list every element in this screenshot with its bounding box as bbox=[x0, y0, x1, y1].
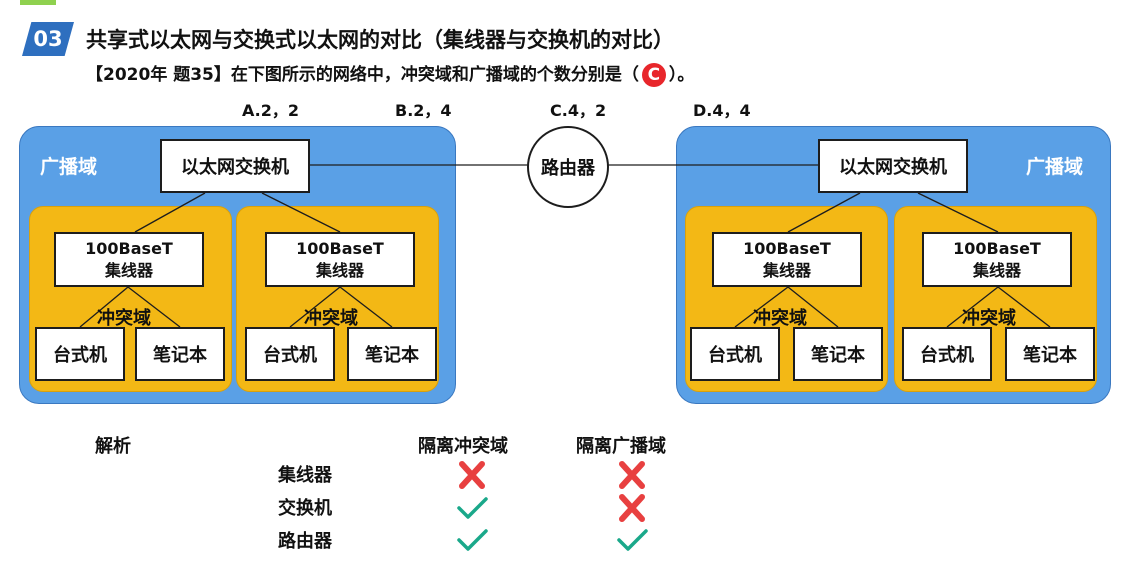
check-icon bbox=[617, 529, 648, 551]
collision-domain-label-4: 冲突域 bbox=[962, 308, 1016, 329]
row-label-hub: 集线器 bbox=[278, 465, 332, 486]
option-c: C.4，2 bbox=[550, 101, 607, 120]
row-label-router: 路由器 bbox=[278, 531, 332, 552]
section-number-badge: 03 bbox=[22, 22, 74, 56]
question-text: 【2020年 题35】在下图所示的网络中，冲突域和广播域的个数分别是（C）。 bbox=[86, 60, 694, 87]
cross-icon bbox=[619, 461, 645, 489]
collision-domain-label-3: 冲突域 bbox=[753, 308, 807, 329]
router: 路由器 bbox=[527, 126, 609, 208]
mark-switch-broadcast bbox=[615, 493, 649, 527]
hub-1: 100BaseT 集线器 bbox=[54, 232, 204, 287]
desktop-1: 台式机 bbox=[35, 327, 125, 381]
hub-model: 100BaseT bbox=[296, 238, 384, 258]
desktop-3: 台式机 bbox=[690, 327, 780, 381]
laptop-1: 笔记本 bbox=[135, 327, 225, 381]
ethernet-switch-right: 以太网交换机 bbox=[818, 139, 968, 193]
hub-model: 100BaseT bbox=[85, 238, 173, 258]
mark-hub-collision bbox=[455, 460, 489, 494]
broadcast-domain-label-right: 广播域 bbox=[1026, 156, 1084, 178]
laptop-4: 笔记本 bbox=[1005, 327, 1095, 381]
column-header-broadcast: 隔离广播域 bbox=[576, 436, 666, 457]
collision-domain-label-1: 冲突域 bbox=[97, 308, 151, 329]
cross-icon bbox=[459, 461, 485, 489]
cross-icon bbox=[619, 494, 645, 522]
option-d: D.4，4 bbox=[693, 101, 751, 120]
ethernet-switch-left: 以太网交换机 bbox=[160, 139, 310, 193]
option-b: B.2，4 bbox=[395, 101, 452, 120]
analysis-title: 解析 bbox=[95, 436, 131, 457]
desktop-2: 台式机 bbox=[245, 327, 335, 381]
mark-switch-collision bbox=[455, 493, 489, 527]
hub-3: 100BaseT 集线器 bbox=[712, 232, 862, 287]
answer-badge: C bbox=[641, 63, 666, 87]
hub-name: 集线器 bbox=[315, 260, 364, 280]
column-header-collision: 隔离冲突域 bbox=[418, 436, 508, 457]
hub-model: 100BaseT bbox=[743, 238, 831, 258]
accent-bar bbox=[20, 0, 56, 5]
laptop-2: 笔记本 bbox=[347, 327, 437, 381]
hub-name: 集线器 bbox=[104, 260, 153, 280]
row-label-switch: 交换机 bbox=[278, 498, 332, 519]
hub-name: 集线器 bbox=[762, 260, 811, 280]
mark-router-collision bbox=[455, 525, 489, 559]
hub-4: 100BaseT 集线器 bbox=[922, 232, 1072, 287]
question-suffix: ）。 bbox=[668, 65, 695, 85]
mark-hub-broadcast bbox=[615, 460, 649, 494]
laptop-3: 笔记本 bbox=[793, 327, 883, 381]
hub-2: 100BaseT 集线器 bbox=[265, 232, 415, 287]
check-icon bbox=[457, 529, 488, 551]
question-prefix: 【2020年 题35】在下图所示的网络中，冲突域和广播域的个数分别是（ bbox=[86, 65, 639, 85]
page-title: 共享式以太网与交换式以太网的对比（集线器与交换机的对比） bbox=[86, 28, 674, 52]
collision-domain-label-2: 冲突域 bbox=[304, 308, 358, 329]
hub-name: 集线器 bbox=[972, 260, 1021, 280]
mark-router-broadcast bbox=[615, 525, 649, 559]
option-a: A.2，2 bbox=[242, 101, 300, 120]
desktop-4: 台式机 bbox=[902, 327, 992, 381]
broadcast-domain-label-left: 广播域 bbox=[40, 156, 98, 178]
hub-model: 100BaseT bbox=[953, 238, 1041, 258]
check-icon bbox=[457, 497, 488, 519]
